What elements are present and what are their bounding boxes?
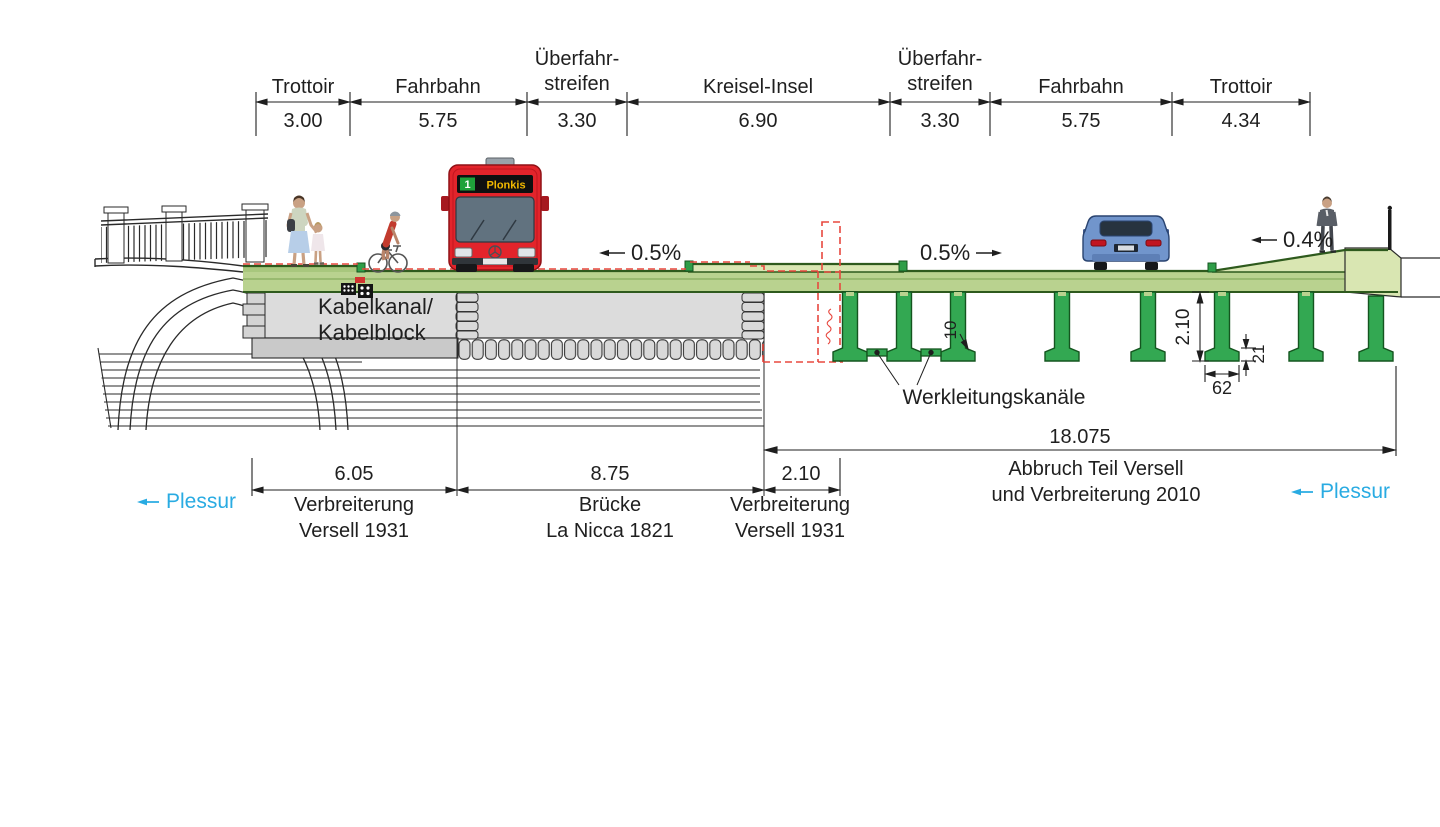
stone-stack-right (741, 292, 765, 340)
slope-value: 0.4% (1283, 227, 1334, 252)
top-chain-label: Kreisel-Insel (702, 76, 814, 98)
plessur-text: Plessur (166, 490, 237, 513)
flow-arrow-left-icon (137, 498, 159, 506)
slope-value: 0.5% (920, 240, 971, 265)
slope-label-right: 0.4% (1250, 227, 1333, 253)
slope-value: 0.5% (631, 240, 682, 265)
footing-height-dim: 21 (1249, 344, 1268, 364)
bottom-chain-value: 8.75 (590, 463, 630, 485)
demolition-outline-red (243, 221, 843, 363)
bus-license-plate (483, 258, 507, 265)
top-chain-value: 5.75 (418, 110, 458, 132)
top-chain-label: Fahrbahn (395, 76, 481, 98)
overall-dim-value: 18.075 (1049, 426, 1111, 448)
flow-arrow-left-icon (1291, 488, 1313, 496)
pedestrians-illustration (286, 195, 325, 267)
kabelblock-icon (341, 277, 373, 298)
car-taillight-right (1145, 239, 1162, 247)
bottom-chain-label: Verbreiterung Versell 1931 (293, 494, 415, 542)
pedestrian-right-illustration (1316, 196, 1338, 253)
wingwall-hatch (99, 353, 764, 427)
sidewalk-left-surface (243, 266, 360, 272)
arch-curves (117, 277, 349, 431)
top-chain-value: 5.75 (1061, 110, 1101, 132)
footing-width-dim: 62 (1211, 378, 1233, 398)
bottom-chain-value: 2.10 (781, 463, 821, 485)
slope-arrow-left-icon (1251, 236, 1277, 244)
railing-post-right (1388, 210, 1392, 250)
top-chain-label: Trottoir (1209, 76, 1273, 98)
old-bridge-railing (100, 203, 269, 264)
bus-destination-text: Plonkis (486, 180, 525, 192)
old-stone-bridge (94, 203, 764, 431)
duct-thickness-dim: 10 (941, 320, 960, 340)
masonry-body (242, 290, 765, 496)
dimension-lines (250, 290, 1398, 496)
bottom-chain-label: Verbreiterung Versell 1931 (729, 494, 851, 542)
bottom-chain-label: Brücke La Nicca 1821 (546, 494, 674, 542)
plessur-label-left: Plessur (136, 490, 236, 514)
top-chain-label: Überfahr- streifen (897, 48, 983, 95)
bus-route-number: 1 (464, 179, 470, 191)
car-taillight-left (1090, 239, 1107, 247)
bus-headlight-left (454, 247, 473, 258)
car-rear-window (1099, 220, 1153, 237)
curb-blocks (356, 260, 1217, 273)
slope-label-mid: 0.5% (920, 240, 1003, 266)
top-chain-value: 6.90 (738, 110, 778, 132)
red-scribble-annotation (825, 308, 833, 345)
car-license-plate (1118, 245, 1134, 251)
pier-head-notches (846, 292, 1310, 296)
werkleitungskanaele-label: Werkleitungskanäle (902, 386, 1086, 409)
top-chain-label: Überfahr- streifen (534, 48, 620, 95)
roundabout-island-surface (693, 264, 904, 272)
slope-label-left: 0.5% (598, 240, 681, 266)
top-chain-value: 3.30 (920, 110, 960, 132)
pier-height-dim: 2.10 (1173, 308, 1194, 346)
plessur-text: Plessur (1320, 480, 1391, 503)
abbruch-label: Abbruch Teil Versell und Verbreiterung 2… (991, 458, 1201, 506)
bottom-chain-value: 6.05 (334, 463, 374, 485)
car-illustration (1082, 215, 1170, 270)
cyclist-illustration (368, 211, 408, 273)
voussoir-stone-row (458, 339, 764, 360)
slope-arrow-left-icon (599, 249, 625, 257)
bus-route-badge (460, 177, 475, 191)
new-bridge-piers (832, 291, 1394, 362)
top-chain-value: 3.30 (557, 110, 597, 132)
stone-stack-left (455, 292, 479, 340)
top-chain-label: Fahrbahn (1038, 76, 1124, 98)
top-chain-value: 4.34 (1221, 110, 1261, 132)
slope-arrow-right-icon (976, 249, 1003, 257)
deck-end-block (1344, 247, 1402, 298)
quoin-stones (242, 292, 266, 339)
top-chain-value: 3.00 (283, 110, 323, 132)
kabelkanal-label: Kabelkanal/ Kabelblock (318, 294, 433, 346)
plessur-label-right: Plessur (1290, 480, 1390, 504)
duct-leader-lines (874, 349, 934, 386)
bus-illustration: 1 Plonkis (441, 157, 549, 272)
bus-windshield (455, 196, 535, 243)
top-dimension-chain-lines (254, 92, 1312, 136)
bus-destination-panel (457, 175, 533, 193)
top-chain-label: Trottoir (271, 76, 335, 98)
bus-headlight-right (517, 247, 536, 258)
bridge-deck (243, 205, 1440, 298)
